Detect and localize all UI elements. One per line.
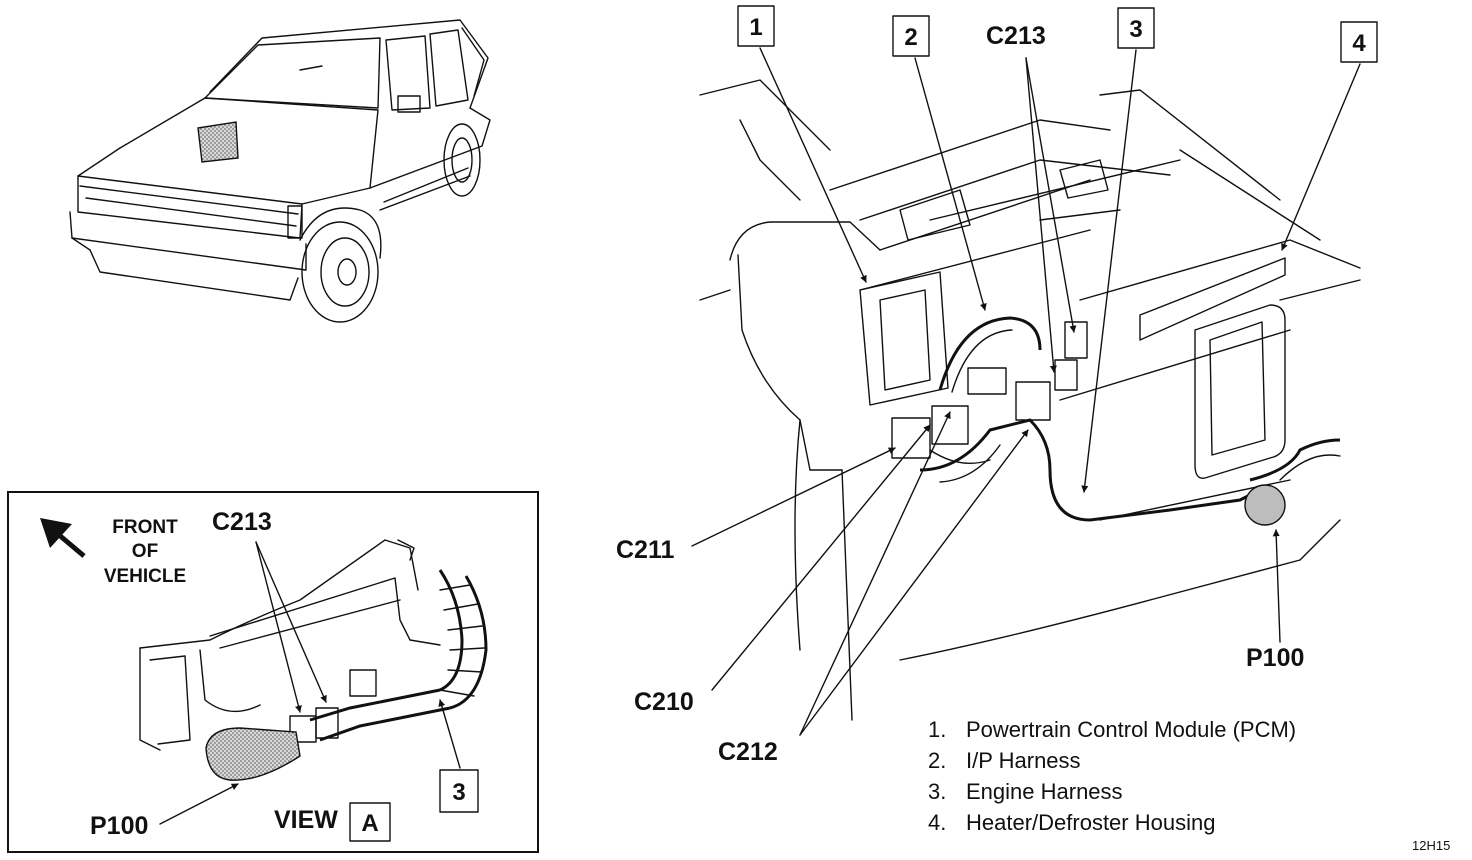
main-leaders — [691, 47, 1361, 736]
c212-label: C212 — [718, 738, 778, 766]
callout-4: 4 — [1352, 30, 1366, 57]
front-label-line2: OF — [132, 541, 158, 562]
vehicle-illustration — [69, 19, 491, 323]
view-a-callout-3: 3 — [452, 779, 465, 806]
main-callouts: 1 2 3 4 — [737, 5, 1378, 63]
front-label-line1: FRONT — [112, 517, 178, 538]
figure-code: 12H15 — [1412, 838, 1450, 853]
legend-text-1: Powertrain Control Module (PCM) — [966, 717, 1296, 742]
view-a-c213-label: C213 — [212, 508, 272, 536]
legend-text-4: Heater/Defroster Housing — [966, 810, 1215, 835]
legend-num-3: 3. — [928, 779, 946, 804]
callout-3: 3 — [1129, 16, 1142, 43]
view-a-inset: FRONT OF VEHICLE C213 P100 3 VIEW — [7, 491, 539, 853]
c211-label: C211 — [616, 536, 674, 564]
front-label-line3: VEHICLE — [104, 566, 186, 587]
c210-label: C210 — [634, 688, 694, 716]
legend-text-3: Engine Harness — [966, 779, 1123, 804]
legend: 1. Powertrain Control Module (PCM) 2. I/… — [928, 717, 1296, 835]
c213-label: C213 — [986, 22, 1046, 50]
p100-label: P100 — [1246, 644, 1304, 672]
legend-num-1: 1. — [928, 717, 946, 742]
legend-num-4: 4. — [928, 810, 946, 835]
view-word: VIEW — [274, 806, 338, 834]
view-a-p100-label: P100 — [90, 812, 148, 840]
callout-1: 1 — [749, 14, 762, 41]
engine-compartment-view — [699, 79, 1361, 721]
legend-num-2: 2. — [928, 748, 946, 773]
legend-text-2: I/P Harness — [966, 748, 1081, 773]
callout-2: 2 — [904, 24, 917, 51]
view-letter: A — [361, 810, 378, 837]
